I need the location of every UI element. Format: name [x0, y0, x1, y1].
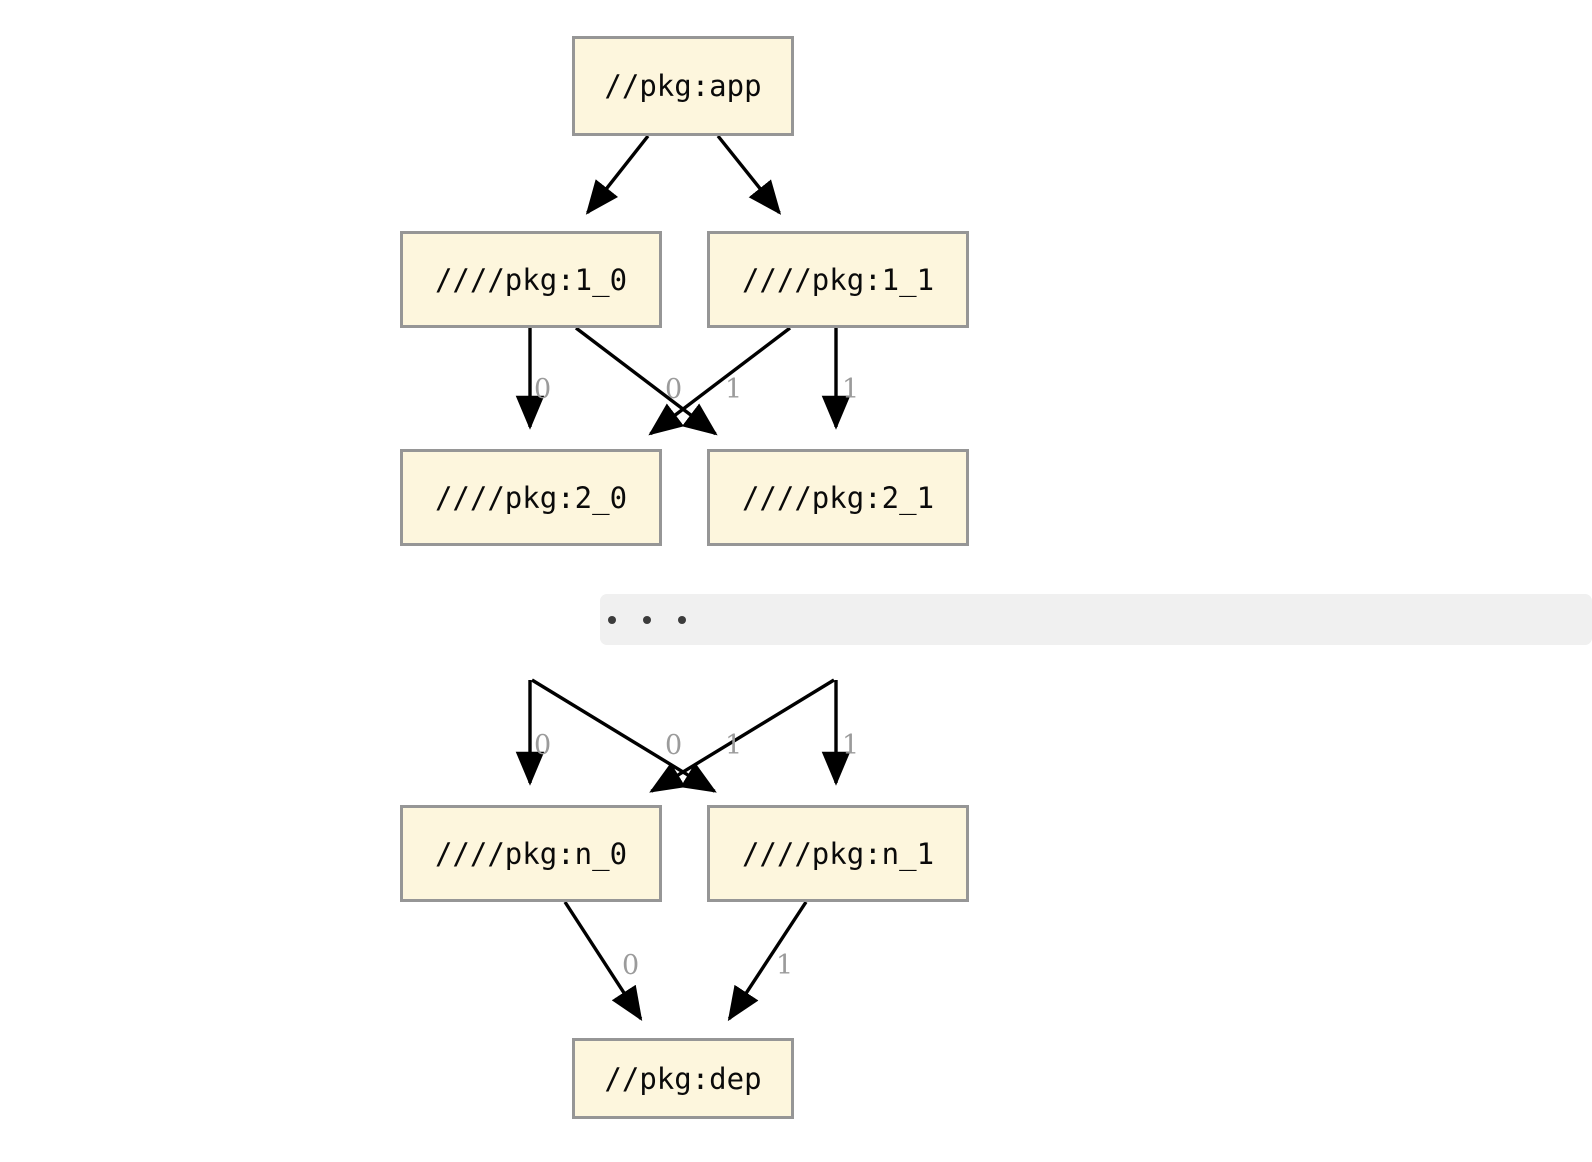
ellipsis-dot	[643, 616, 651, 624]
node-label: //pkg:app	[604, 69, 762, 103]
node-label: ////pkg:1_1	[741, 262, 935, 297]
node-l1_0[interactable]: ////pkg:1_0	[400, 231, 662, 328]
edge-app-to-l1_0	[585, 134, 650, 215]
edges-group	[515, 134, 851, 1022]
edge-label: 0	[622, 950, 640, 981]
node-l2_1[interactable]: ////pkg:2_1	[707, 449, 969, 546]
edge-app-to-l1_1	[716, 134, 782, 215]
node-label: ////pkg:1_0	[434, 262, 628, 297]
edge-label: 1	[725, 374, 743, 405]
ellipsis-band	[600, 594, 1592, 645]
edge-label: 1	[842, 730, 860, 761]
edge-label: 1	[842, 374, 860, 405]
node-app[interactable]: //pkg:app	[572, 36, 794, 136]
node-ln_0[interactable]: ////pkg:n_0	[400, 805, 662, 902]
node-label: ////pkg:n_1	[741, 836, 935, 871]
edge-ln_0-to-dep	[563, 901, 643, 1022]
edge-cut-to-ln_1	[531, 678, 717, 793]
node-dep[interactable]: //pkg:dep	[572, 1038, 794, 1119]
node-label: //pkg:dep	[604, 1061, 762, 1096]
ellipsis-dots	[608, 616, 686, 624]
edge-ln_1-to-dep	[727, 901, 808, 1022]
edge-label: 0	[665, 730, 683, 761]
node-label: ////pkg:2_0	[434, 480, 628, 515]
node-label: ////pkg:2_1	[741, 480, 935, 515]
edge-label: 1	[776, 950, 794, 981]
ellipsis-dot	[608, 616, 616, 624]
edge-label: 0	[534, 730, 552, 761]
edge-l1_0-to-l2_1	[574, 326, 718, 436]
node-label: ////pkg:n_0	[434, 836, 628, 871]
edge-l1_1-to-l2_0	[648, 326, 792, 436]
node-l1_1[interactable]: ////pkg:1_1	[707, 231, 969, 328]
ellipsis-dot	[678, 616, 686, 624]
node-l2_0[interactable]: ////pkg:2_0	[400, 449, 662, 546]
edge-cut-to-ln_0	[649, 678, 835, 793]
edge-label: 1	[725, 730, 743, 761]
node-ln_1[interactable]: ////pkg:n_1	[707, 805, 969, 902]
edge-label: 0	[534, 374, 552, 405]
edge-label: 0	[665, 374, 683, 405]
